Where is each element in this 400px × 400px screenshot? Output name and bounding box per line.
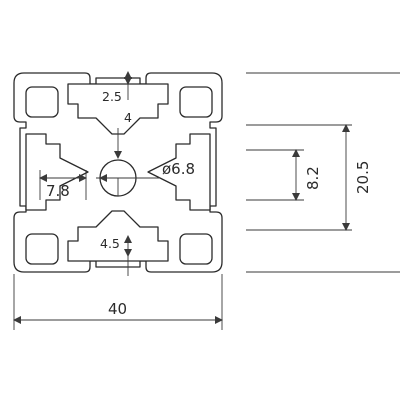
corner-cavity-bottom-left xyxy=(25,233,59,265)
dim-label-slot-inner: 8.2 xyxy=(304,166,322,190)
corner-cavity-top-left xyxy=(25,86,59,118)
dim-label-center-web: 4 xyxy=(124,110,132,125)
dim-web-thickness: 7.8 xyxy=(39,170,87,200)
dim-slot-opening: 2.5 xyxy=(102,71,132,104)
corner-cavity-top-right xyxy=(179,86,213,118)
t-slot-bottom xyxy=(67,210,169,262)
dim-slot-inner: 8.2 xyxy=(292,149,322,201)
dim-label-bore: ø6.8 xyxy=(162,160,195,178)
dim-label-web-thickness: 7.8 xyxy=(46,182,70,200)
dim-lower-web: 4.5 xyxy=(100,235,132,276)
dim-label-slot-opening: 2.5 xyxy=(102,89,122,104)
dim-label-slot-depth: 20.5 xyxy=(354,161,372,194)
dim-label-lower-web: 4.5 xyxy=(100,236,120,251)
corner-cavity-bottom-right xyxy=(179,233,213,265)
dim-slot-depth: 20.5 xyxy=(342,124,372,231)
dim-label-overall-width: 40 xyxy=(108,300,127,318)
t-slot-top xyxy=(67,83,169,135)
side-extension-lines xyxy=(246,72,400,273)
dim-bore: ø6.8 xyxy=(96,160,195,178)
dim-overall-width: 40 xyxy=(13,274,223,330)
dim-center-web: 4 xyxy=(114,110,132,196)
t-slot-right xyxy=(147,133,211,211)
